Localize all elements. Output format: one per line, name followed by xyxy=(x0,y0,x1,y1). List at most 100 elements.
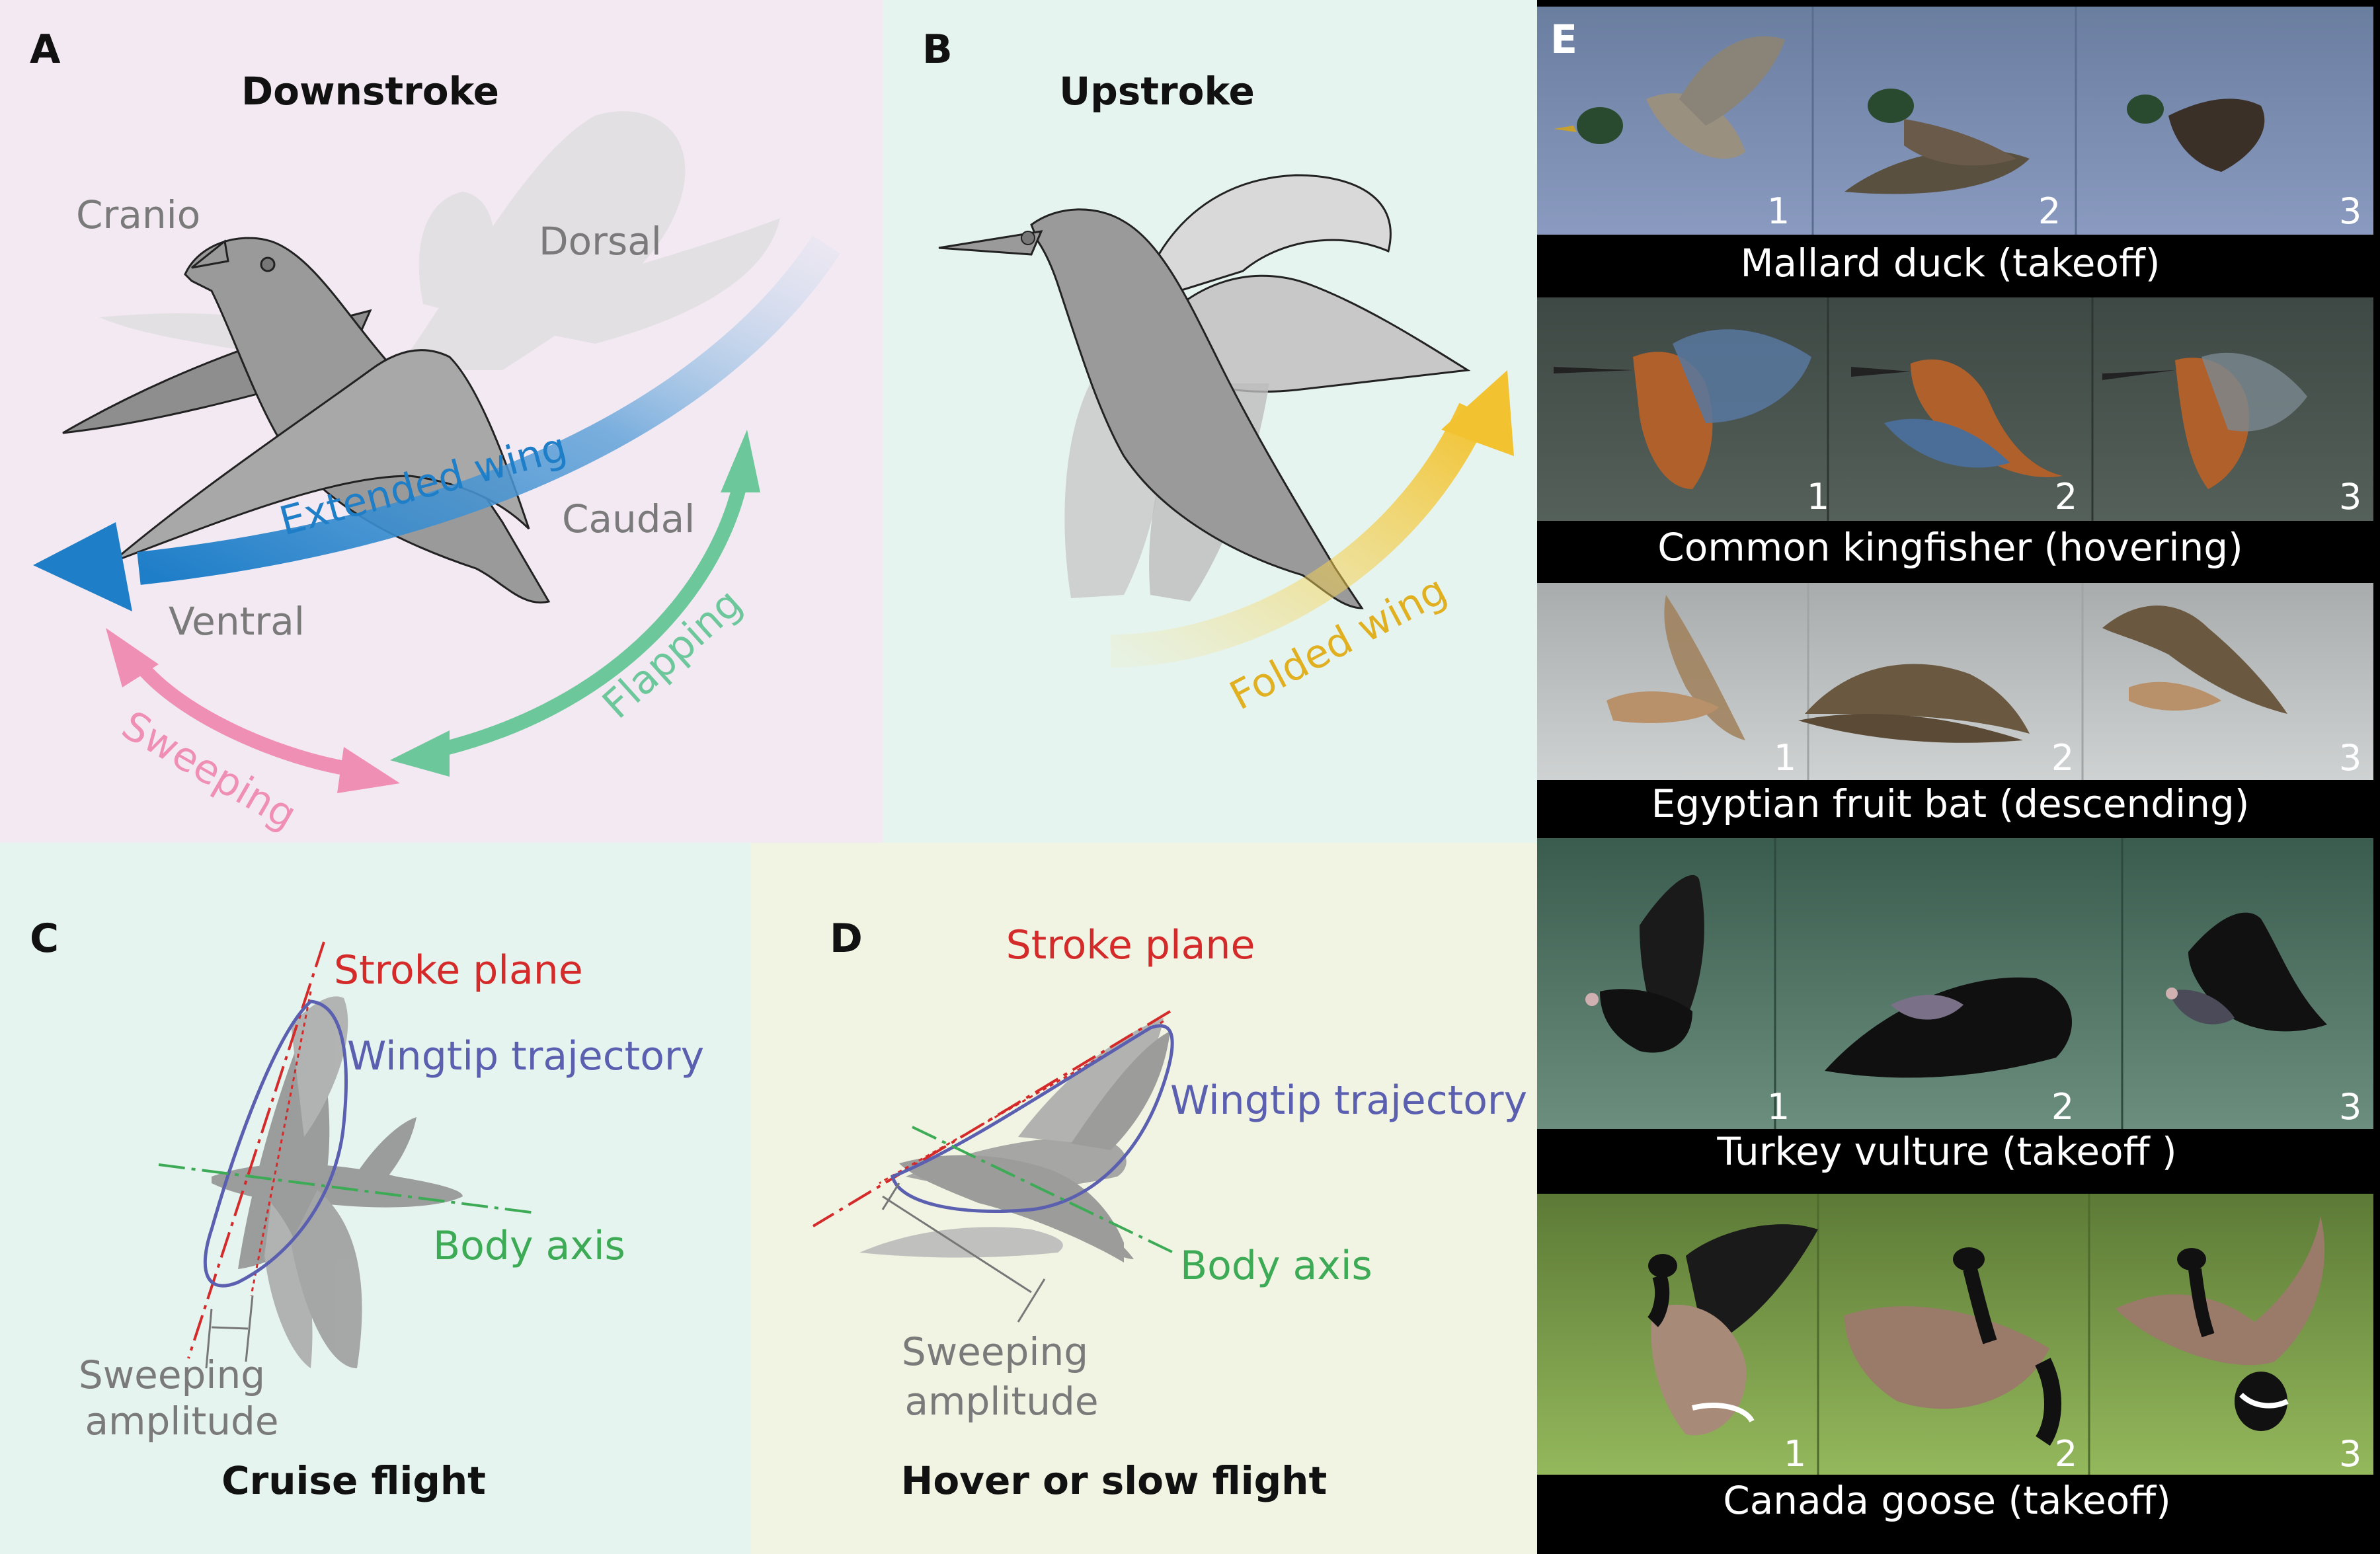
bird-hover xyxy=(859,1018,1170,1263)
frame-number-3: 3 xyxy=(2339,1086,2361,1128)
d-stroke-plane-line xyxy=(812,1010,1171,1227)
sweeping-arrow-head-left xyxy=(106,628,159,687)
c-sweeping-amplitude-marker xyxy=(211,1326,249,1330)
flapping-arrow-head-bottom xyxy=(390,730,450,777)
row-canada-goose: Canada goose (takeoff) 1 2 3 xyxy=(1537,1194,2373,1547)
flapping-arrow-head-top xyxy=(721,430,760,492)
kingfisher-frame-2 xyxy=(1851,359,2063,477)
frame-number-2: 2 xyxy=(2055,476,2077,518)
frame-number-3: 3 xyxy=(2339,476,2361,518)
mallard-frame-2 xyxy=(1844,89,2030,194)
fruit-bat-frame-2 xyxy=(1798,664,2030,743)
folded-wing-arrow-shaft xyxy=(1110,403,1489,668)
c-wingtip-trajectory-label: Wingtip trajectory xyxy=(347,1033,704,1079)
panel-d-letter: D xyxy=(830,915,863,962)
sweeping-arrow-head-right xyxy=(337,747,400,793)
panel-d: D Stroke plane Wingtip trajectory Body a… xyxy=(750,843,1537,1554)
row-mallard: Mallard duck (takeoff) 1 2 3 xyxy=(1537,7,2373,294)
caption-fruit-bat: Egyptian fruit bat (descending) xyxy=(1651,781,2250,826)
direction-cranio: Cranio xyxy=(76,192,200,237)
row-turkey-vulture: Turkey vulture (takeoff ) 1 2 3 xyxy=(1537,838,2373,1190)
frame-number-1: 1 xyxy=(1807,476,1829,518)
caption-bar-canada-goose xyxy=(1537,1475,2373,1547)
mallard-frame-1 xyxy=(1554,36,1785,159)
caption-bar-fruit-bat xyxy=(1537,780,2373,834)
extended-wing-arrow-head xyxy=(33,522,132,611)
c-stroke-plane-line xyxy=(187,941,325,1359)
c-sweeping-label-line1: Sweeping xyxy=(79,1352,265,1397)
panel-e-letter: E xyxy=(1550,17,1577,63)
caption-canada-goose: Canada goose (takeoff) xyxy=(1723,1478,2170,1523)
goose-frame-3 xyxy=(2116,1216,2325,1431)
vulture-frame-3 xyxy=(2166,912,2327,1032)
d-stroke-plane-label: Stroke plane xyxy=(1006,922,1255,968)
d-sweeping-label-line2: amplitude xyxy=(904,1379,1098,1424)
goose-frame-1 xyxy=(1647,1224,1818,1436)
direction-caudal: Caudal xyxy=(562,496,695,541)
panel-c-letter: C xyxy=(30,915,59,962)
sweeping-arrow-shaft xyxy=(126,650,358,777)
bird-cruise xyxy=(212,996,463,1368)
c-body-axis-label: Body axis xyxy=(433,1223,625,1269)
row-fruit-bat: Egyptian fruit bat (descending) 1 2 3 xyxy=(1537,583,2373,834)
bird-upstroke xyxy=(938,174,1471,609)
caption-bar-mallard xyxy=(1537,235,2373,294)
frame-number-1: 1 xyxy=(1774,737,1796,779)
caption-bar-kingfisher xyxy=(1537,521,2373,579)
caption-kingfisher: Common kingfisher (hovering) xyxy=(1657,525,2242,570)
frame-number-2: 2 xyxy=(2038,190,2061,232)
vulture-frame-1 xyxy=(1585,874,1704,1053)
panel-c: C Stroke plane Wingtip trajectory Body a… xyxy=(0,843,750,1554)
frame-number-3: 3 xyxy=(2339,1433,2361,1475)
fruit-bat-frame-3 xyxy=(2102,605,2287,714)
frame-number-2: 2 xyxy=(2051,737,2074,779)
fruit-bat-frame-1 xyxy=(1606,595,1745,740)
goose-frame-2 xyxy=(1844,1247,2061,1446)
d-sweeping-amplitude-marker xyxy=(882,1195,1032,1294)
kingfisher-frame-3 xyxy=(2102,352,2307,489)
d-sweeping-amplitude-tick-left xyxy=(881,1183,900,1210)
panel-a-letter: A xyxy=(30,26,61,73)
row-kingfisher: Common kingfisher (hovering) 1 2 3 xyxy=(1537,297,2373,579)
c-sweeping-label-line2: amplitude xyxy=(85,1399,278,1444)
panel-b-title: Upstroke xyxy=(1059,69,1255,114)
c-sweeping-amplitude-tick-left xyxy=(205,1308,213,1369)
d-sweeping-label-line1: Sweeping xyxy=(902,1329,1088,1374)
caption-mallard: Mallard duck (takeoff) xyxy=(1740,241,2160,286)
frame-number-2: 2 xyxy=(2055,1433,2077,1475)
c-body-axis-line xyxy=(158,1163,536,1214)
vulture-frame-2 xyxy=(1825,977,2072,1078)
frame-number-2: 2 xyxy=(2051,1086,2074,1128)
extended-wing-arrow-shaft xyxy=(137,235,840,585)
frame-number-3: 3 xyxy=(2339,190,2361,232)
caption-bar-turkey-vulture xyxy=(1537,1129,2373,1190)
d-sweeping-amplitude-tick-right xyxy=(1017,1278,1046,1323)
panel-b: B Upstroke Folded wing xyxy=(883,0,1537,843)
caption-turkey-vulture: Turkey vulture (takeoff ) xyxy=(1716,1129,2176,1174)
ghost-bird-dorsal xyxy=(99,111,780,370)
d-body-axis-label: Body axis xyxy=(1180,1243,1372,1289)
panel-a-title: Downstroke xyxy=(241,69,499,114)
direction-dorsal: Dorsal xyxy=(539,219,662,264)
flapping-arrow-shaft xyxy=(421,481,748,761)
kingfisher-frame-1 xyxy=(1554,329,1811,489)
frame-number-1: 1 xyxy=(1784,1433,1806,1475)
d-wingtip-trajectory xyxy=(891,1024,1174,1214)
d-caption: Hover or slow flight xyxy=(901,1458,1327,1503)
panel-b-letter: B xyxy=(922,26,953,73)
d-stroke-plane-dotted xyxy=(879,1020,1164,1185)
mallard-frame-3 xyxy=(2127,95,2265,172)
frame-number-1: 1 xyxy=(1767,1086,1790,1128)
frame-number-3: 3 xyxy=(2339,737,2361,779)
c-stroke-plane-label: Stroke plane xyxy=(334,947,583,993)
panel-d-background xyxy=(750,843,1537,1554)
folded-wing-arrow-head xyxy=(1441,370,1514,456)
c-wingtip-trajectory xyxy=(203,999,348,1288)
c-sweeping-amplitude-tick-right xyxy=(245,1295,254,1362)
panel-e: Mallard duck (takeoff) 1 2 3 xyxy=(1537,0,2380,1554)
panel-a: A Downstroke Cranio Dorsal Caudal Ventra xyxy=(0,0,883,843)
direction-ventral: Ventral xyxy=(169,599,305,644)
d-wingtip-trajectory-label: Wingtip trajectory xyxy=(1170,1077,1527,1124)
frame-number-1: 1 xyxy=(1767,190,1790,232)
